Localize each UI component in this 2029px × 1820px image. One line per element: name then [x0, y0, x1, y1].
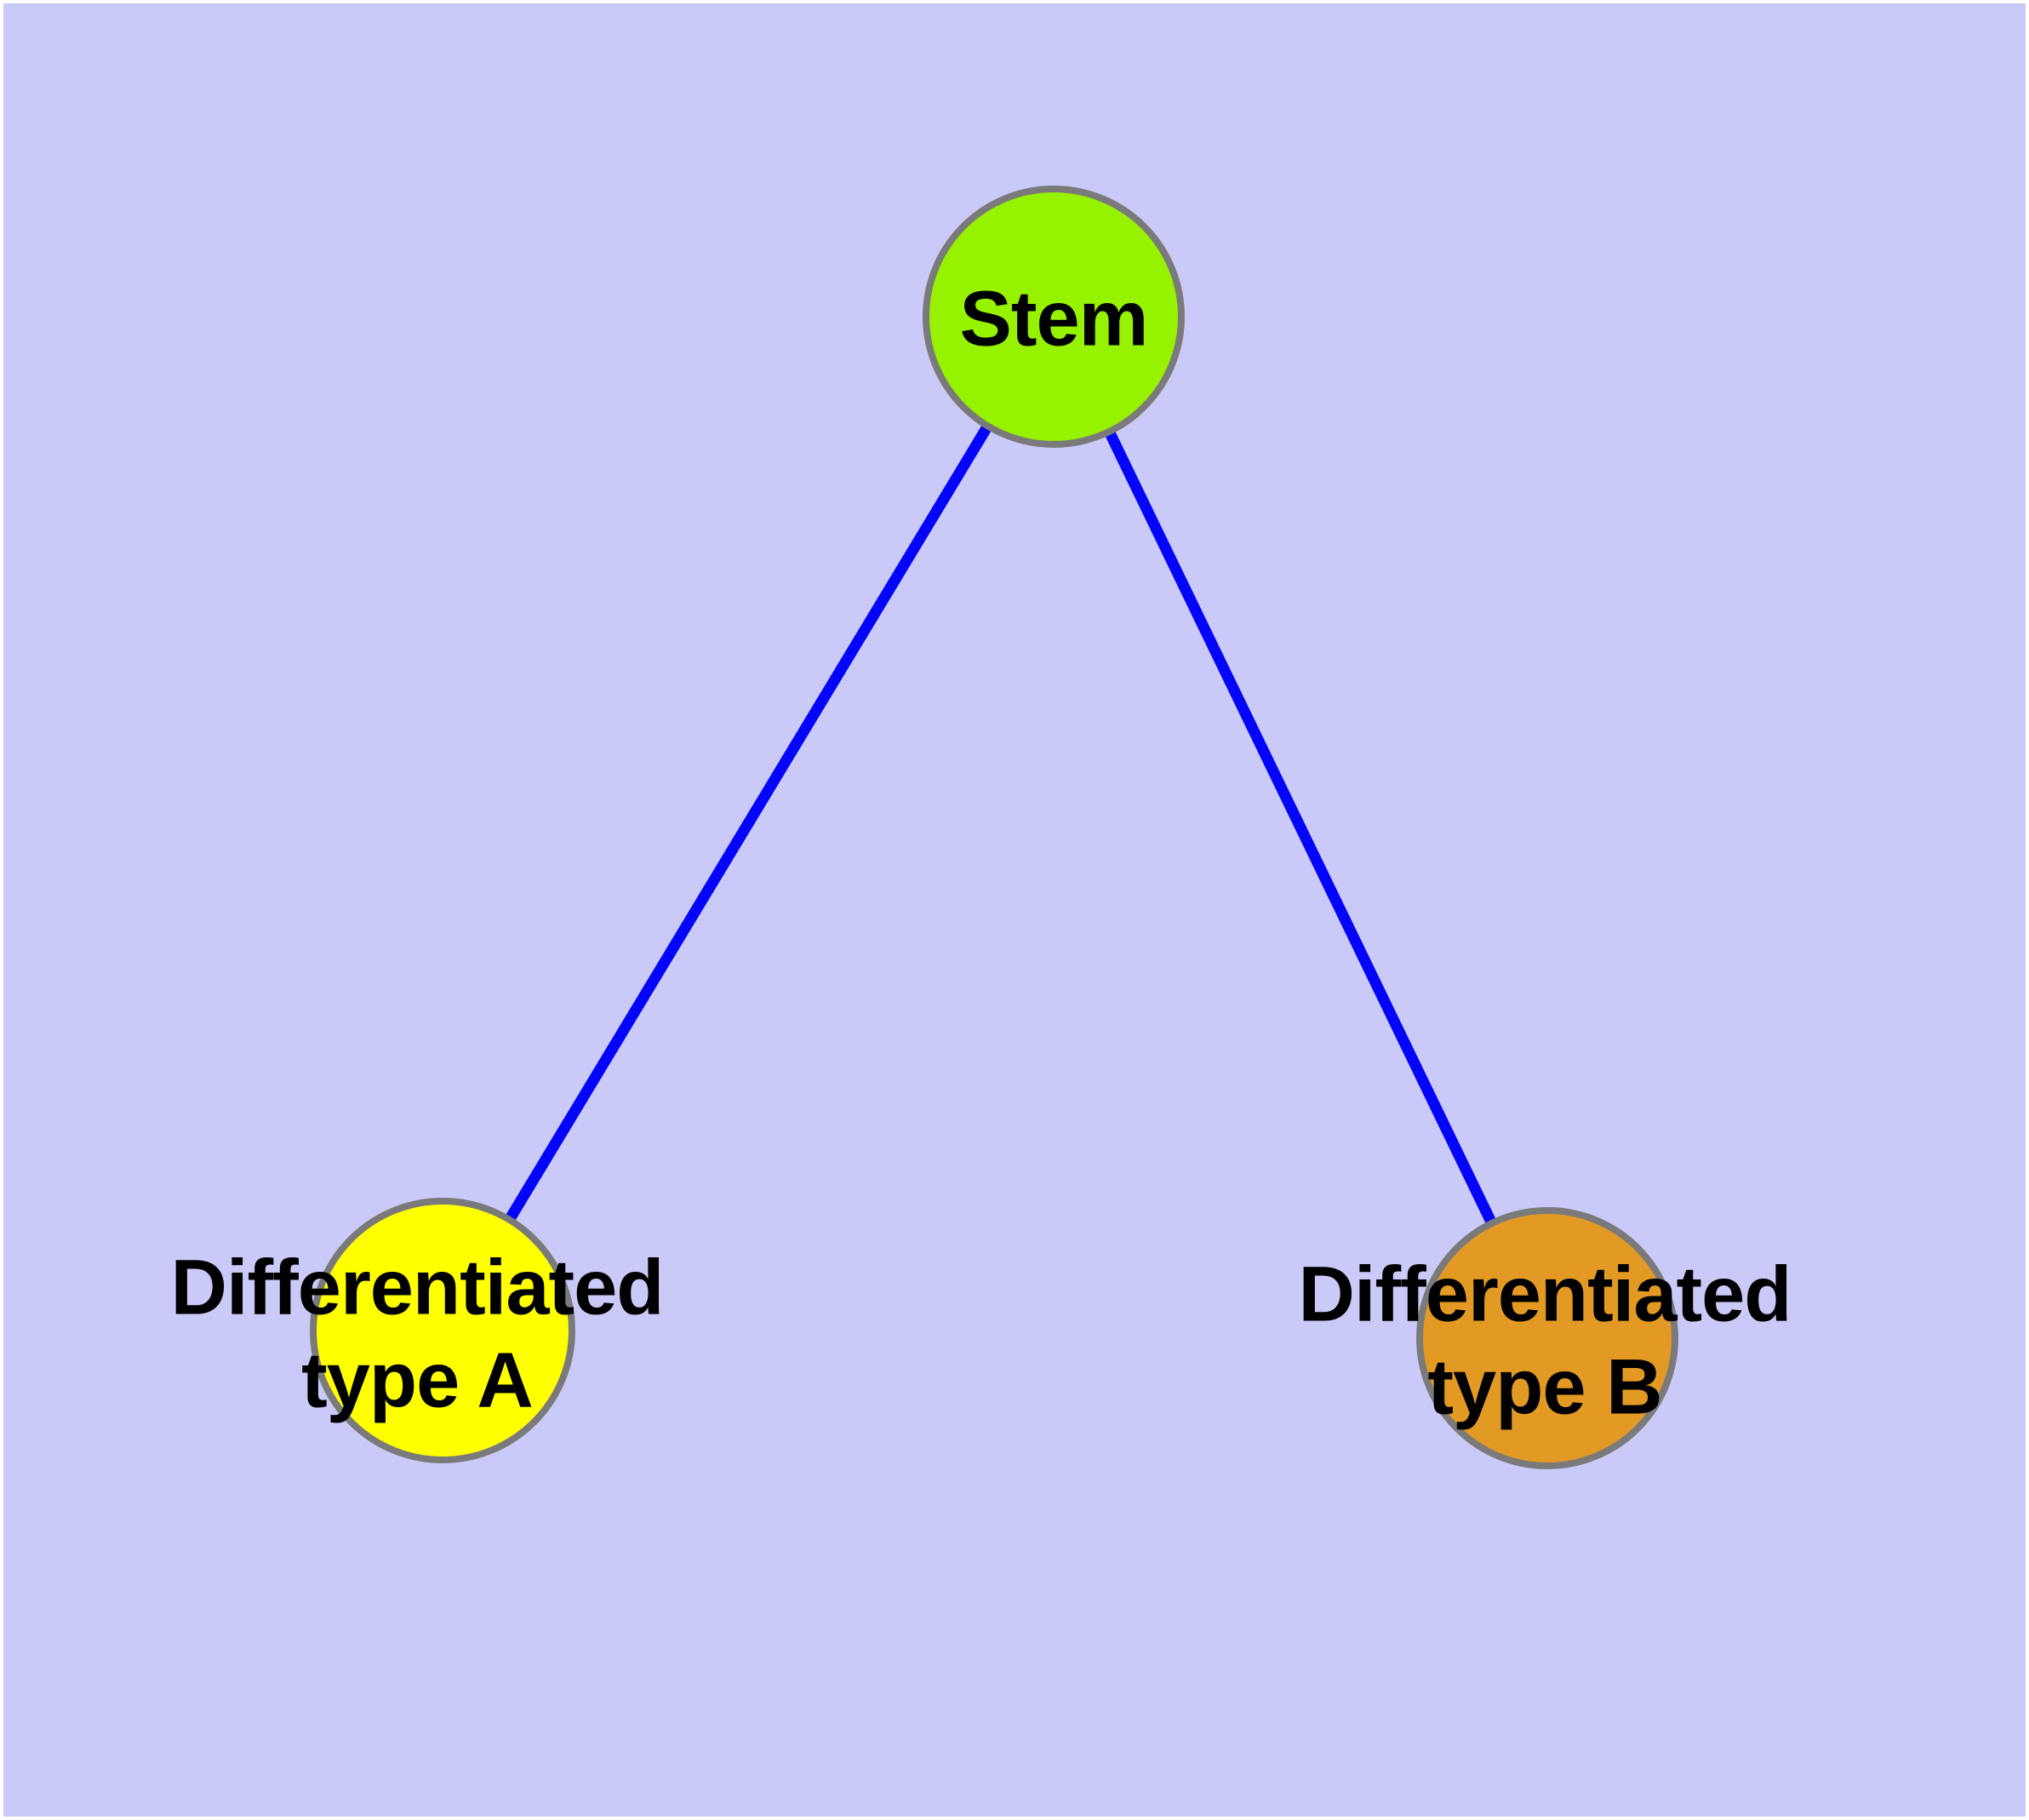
node-differentiated-type-b [1416, 1207, 1678, 1469]
node-differentiated-type-b-label: Differentiated type B [1298, 1251, 1792, 1430]
node-differentiated-type-a-label: Differentiated type A [170, 1244, 665, 1423]
node-stem [923, 186, 1185, 448]
edge-stem-to-type-b [1049, 314, 1552, 1341]
node-differentiated-type-a [310, 1198, 575, 1463]
edge-stem-to-type-a [437, 313, 1059, 1334]
node-stem-label: Stem [959, 275, 1149, 363]
